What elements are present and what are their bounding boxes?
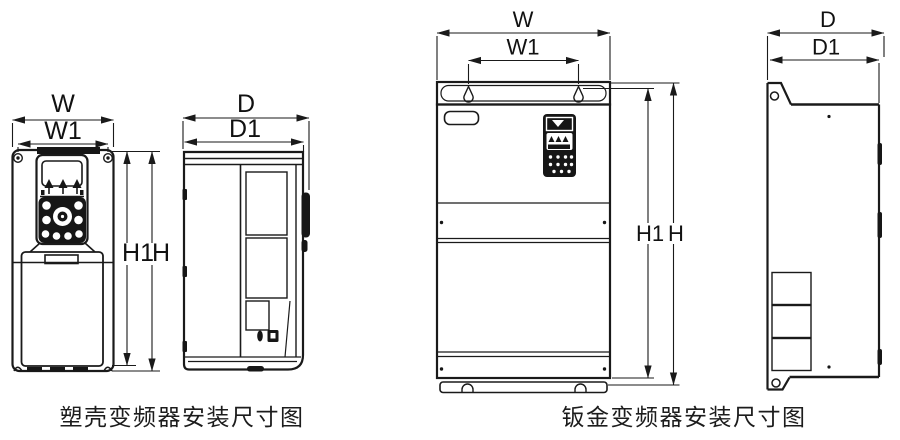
mounting-hole-top-left [12,152,24,163]
plastic-front-dimensions: W W1 H1 H [11,90,170,372]
bottom-mount-bracket [439,381,608,394]
side-clips [182,189,187,352]
flange-hole-bottom [771,378,781,388]
dim-width-w1: W1 [17,117,109,152]
mounting-hole-top-right [102,152,113,163]
keypad-display-glyph [552,120,564,127]
dim-label-d1: D1 [229,115,261,143]
dim-width-w1: W1 [467,35,580,84]
dim-label-h: H [668,221,684,246]
sheetmetal-side-dimensions: D D1 [766,7,885,103]
dim-label-w1: W1 [44,117,82,145]
sheetmetal-front-body [435,103,612,380]
keypad-buttons [38,197,86,243]
lower-cover [12,242,114,367]
dim-depth-d: D [766,7,885,80]
dim-label-w: W [513,7,534,32]
nameplate [443,110,480,126]
h-label-backing [634,223,687,244]
dim-label-h: H [152,239,170,267]
figure-sheetmetal-inverter: W W1 H1 H [435,7,885,430]
dim-label-w: W [51,90,75,118]
sheetmetal-front-dimensions: W W1 H1 H [436,7,687,386]
sheetmetal-side-view [766,81,882,391]
caption-sheetmetal-inverter: 钣金变频器安装尺寸图 [562,404,807,430]
dim-depth-d1: D1 [184,115,305,152]
dim-width-w: W [11,90,115,147]
panel-seams [437,202,610,371]
dim-depth-d: D [182,90,310,190]
flange-hole-top [769,91,780,101]
side-vent-grille [771,271,812,372]
dim-label-d: D [237,90,255,118]
dim-width-w: W [436,7,611,80]
dim-label-h1: H1 [636,221,664,246]
keyhole-slot-left [463,84,474,103]
sheetmetal-front-view [435,80,612,394]
side-latch [301,192,310,252]
plastic-side-view [182,150,310,372]
caption-plastic-inverter: 塑壳变频器安装尺寸图 [60,404,305,430]
dim-depth-d1: D1 [769,35,880,103]
side-vent-grille [245,171,291,358]
dim-label-d: D [820,7,836,32]
dim-label-d1: D1 [812,35,840,60]
h-label-backing [125,243,170,265]
plastic-side-dimensions: D D1 [182,90,310,190]
top-vent-bar [37,147,100,154]
keyhole-slot-right [573,84,584,103]
keypad-panel [543,114,576,177]
plastic-side-body [182,150,305,371]
dim-label-w1: W1 [507,35,540,60]
keypad-bezel [35,153,89,246]
bottom-mount-hooks [13,366,113,372]
back-edge-bumps [877,143,882,365]
indicator-arrows [40,179,84,198]
figure-plastic-inverter: W W1 H1 H [11,90,310,430]
dim-label-h1: H1 [122,239,154,267]
side-connector [247,330,279,372]
plastic-front-view [11,147,115,373]
